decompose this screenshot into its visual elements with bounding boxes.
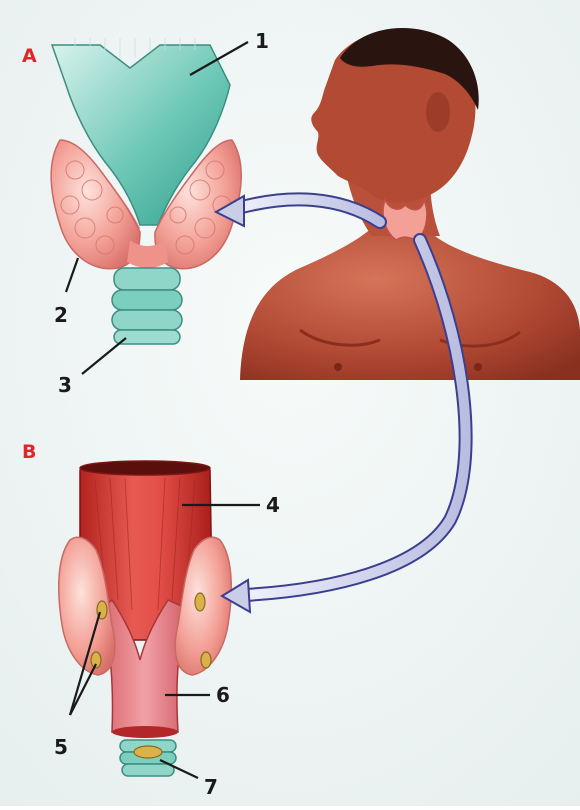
label-7: 7: [204, 775, 218, 799]
label-6: 6: [216, 683, 230, 707]
esophagus-end: [112, 726, 178, 738]
label-4: 4: [266, 493, 280, 517]
label-3: 3: [58, 373, 72, 397]
pharynx-opening: [80, 461, 210, 475]
ear: [426, 92, 450, 132]
parathyroid-upper-right: [195, 593, 205, 611]
trachea-b-ring-3: [122, 764, 174, 776]
nipple-left: [334, 363, 342, 371]
nipple-right: [474, 363, 482, 371]
panel-label-b: B: [22, 441, 36, 463]
trachea-ring-4: [114, 330, 180, 344]
parathyroid-lower-right: [201, 652, 211, 668]
trachea-ring-1: [114, 268, 180, 290]
panel-label-a: A: [22, 45, 37, 67]
label-1: 1: [255, 29, 269, 53]
trachea-ring-2: [112, 290, 182, 310]
label-2: 2: [54, 303, 68, 327]
trachea-b-marker: [134, 746, 162, 758]
label-5: 5: [54, 735, 68, 759]
trachea-ring-3: [112, 310, 182, 330]
